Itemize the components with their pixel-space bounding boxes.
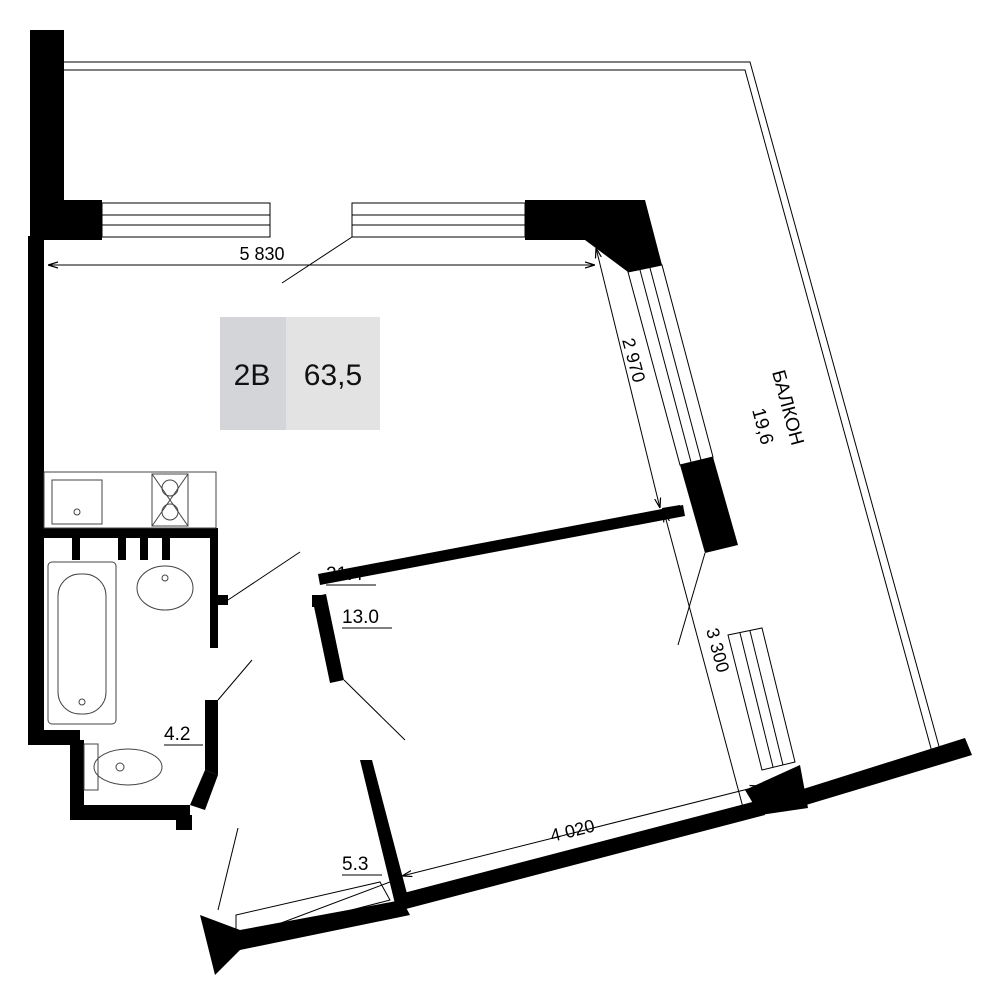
kitchen-fixtures — [43, 471, 217, 529]
room-area-bathroom: 4.2 — [164, 724, 190, 745]
room-bathroom: 4.2 — [164, 724, 203, 746]
room-area-bedroom: 13.0 — [342, 607, 379, 628]
badge-type: 2B — [234, 359, 271, 392]
badge-area-bg — [286, 317, 380, 430]
room-living: 21.4 — [326, 564, 376, 586]
dim-bottom-width: 4 020 — [548, 816, 597, 846]
apartment-badge: 2B 63,5 — [220, 317, 380, 430]
bathroom-fixtures — [47, 561, 194, 791]
room-hall: 5.3 — [342, 854, 382, 876]
room-area-living: 21.4 — [326, 564, 363, 585]
balcony-area: 19,6 — [747, 406, 777, 447]
room-bedroom: 13.0 — [342, 607, 392, 629]
room-area-hall: 5.3 — [342, 854, 368, 875]
dim-right-lower: 3 300 — [702, 626, 733, 675]
badge-type-bg — [220, 317, 286, 430]
walls — [28, 30, 972, 975]
dimension-lines — [48, 248, 760, 876]
balcony-outline — [62, 61, 941, 753]
dim-right-upper: 2 970 — [618, 336, 649, 385]
dim-top-width: 5 830 — [239, 244, 284, 264]
badge-area: 63,5 — [304, 359, 362, 392]
